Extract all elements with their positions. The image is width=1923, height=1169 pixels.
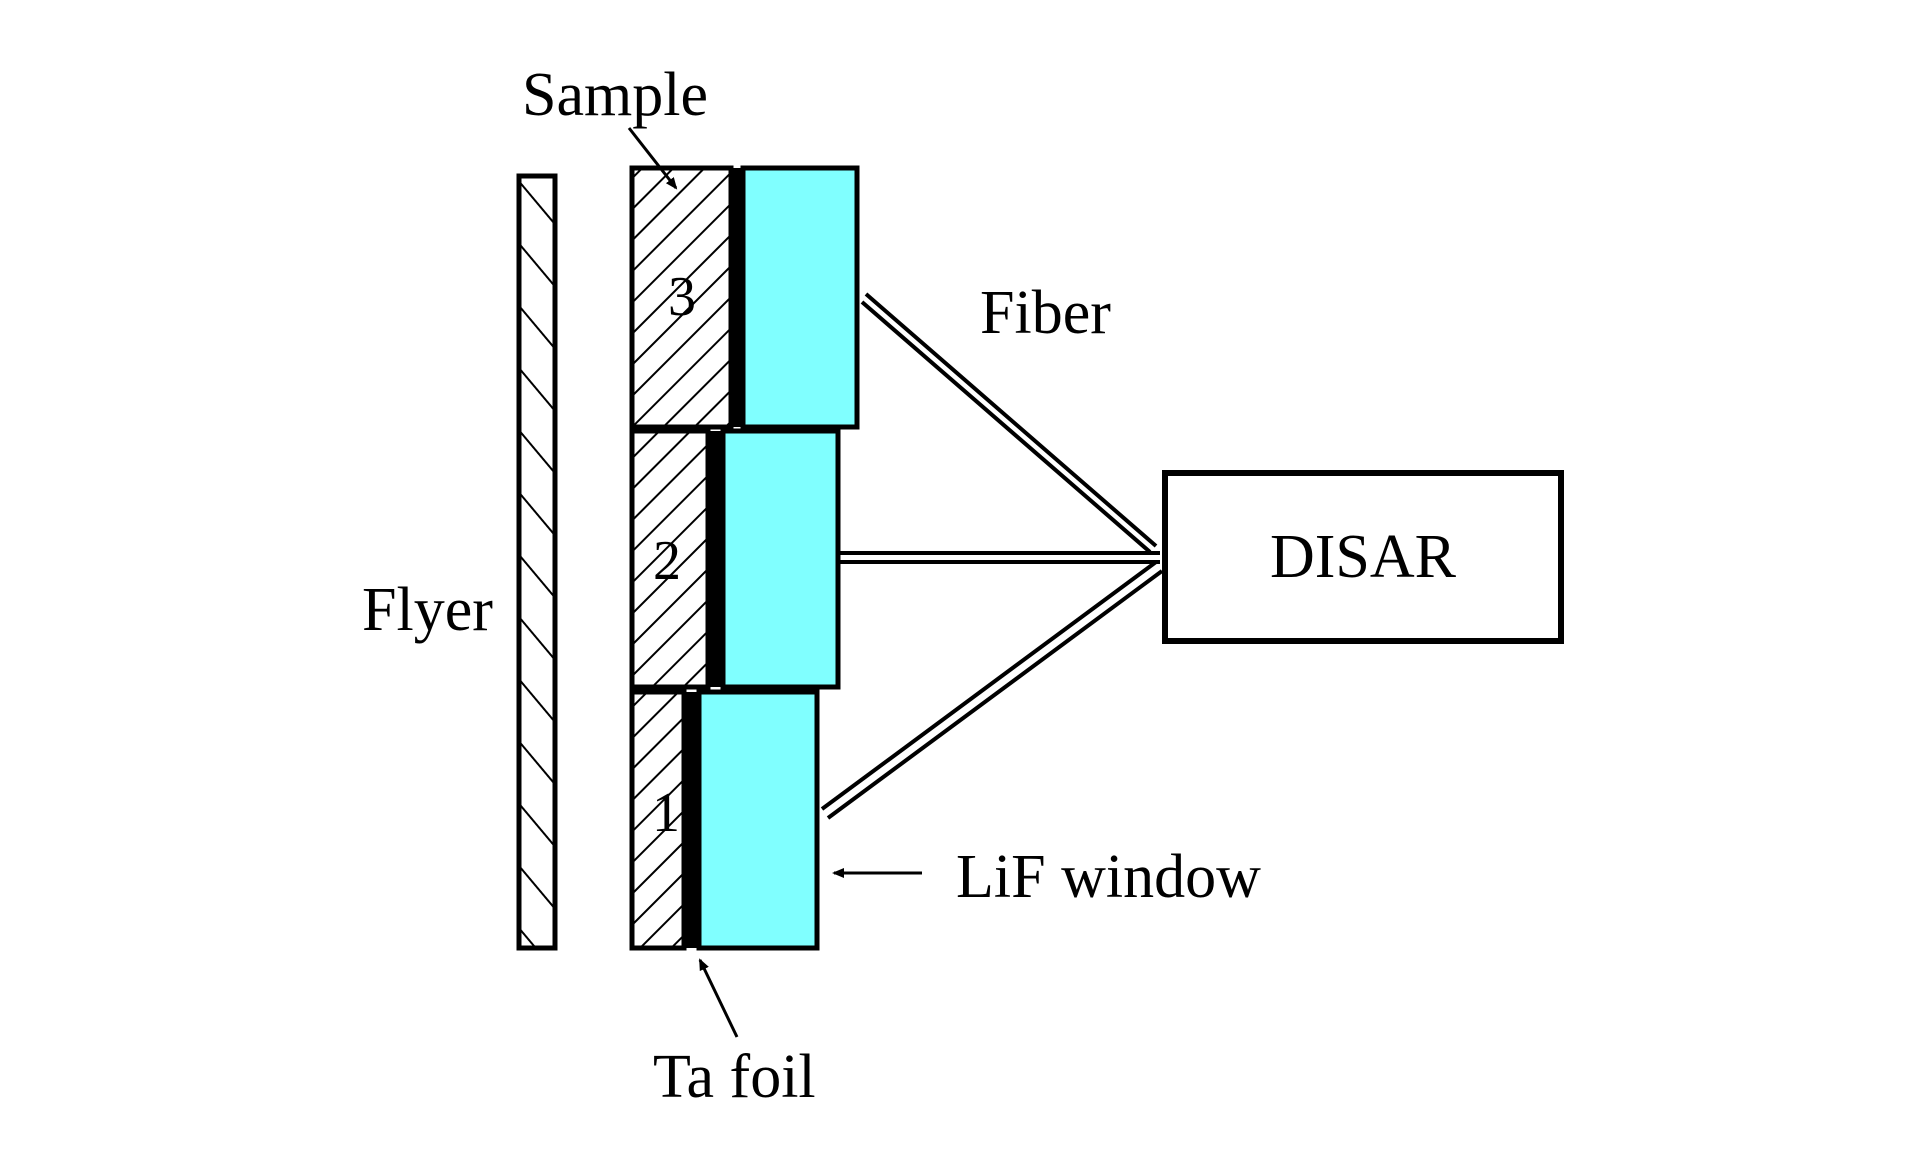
sample-1-hatched: [629, 689, 687, 951]
sample-2-hatched: [629, 428, 711, 690]
fiber-bottom: [820, 560, 1164, 820]
ta-foil-1: [684, 692, 699, 948]
sample-3-number: 3: [668, 266, 696, 328]
sample-assembly-1: 1: [629, 689, 820, 951]
flyer-label: Flyer: [362, 576, 493, 644]
lif-window-1: [696, 689, 820, 951]
fiber-top: [860, 292, 1158, 554]
lif-window-3: [740, 165, 860, 430]
sample-assembly-3: 3: [629, 165, 860, 430]
ta-foil-2: [708, 431, 723, 687]
sample-1-number: 1: [652, 782, 680, 844]
disar-label: DISAR: [1270, 523, 1457, 591]
sample-arrow: [627, 127, 678, 190]
lif-window-2: [720, 428, 841, 690]
sample-assembly-2: 2: [629, 428, 841, 690]
ta-foil-label: Ta foil: [653, 1043, 816, 1111]
ta-foil-arrow: [698, 958, 739, 1038]
ta-foil-3: [731, 168, 743, 427]
disar-box: DISAR: [1162, 470, 1564, 644]
fiber-middle: [840, 551, 1160, 564]
sample-3-hatched: [629, 165, 734, 430]
fiber-label: Fiber: [980, 279, 1111, 347]
lif-window-label: LiF window: [956, 843, 1261, 911]
flyer-plate: [516, 173, 558, 951]
sample-2-number: 2: [653, 530, 681, 592]
sample-label: Sample: [522, 61, 708, 129]
